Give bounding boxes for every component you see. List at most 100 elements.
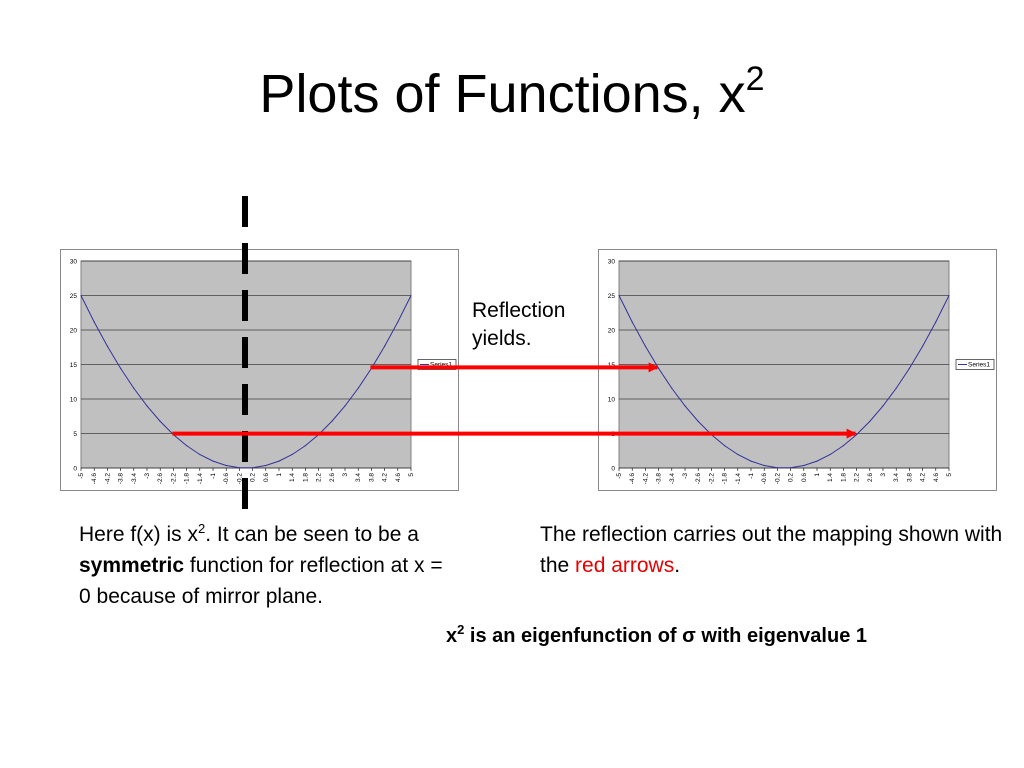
right-text-1: The reflection carries out the mapping s… xyxy=(540,523,1003,577)
y-tick-label: 10 xyxy=(70,397,78,404)
x-tick-label: -4.2 xyxy=(642,473,649,485)
data-point xyxy=(895,387,897,389)
data-point xyxy=(631,321,633,323)
x-tick-label: -1.4 xyxy=(197,473,204,485)
data-point xyxy=(252,467,254,469)
left-text-bold: symmetric xyxy=(79,554,185,577)
data-point xyxy=(882,405,884,407)
y-tick-label: 30 xyxy=(70,259,78,266)
data-point xyxy=(618,294,620,297)
x-tick-label: 0.2 xyxy=(788,473,795,482)
x-tick-label: -2.2 xyxy=(708,473,715,485)
x-tick-label: -5 xyxy=(78,473,85,479)
eigen-sup: 2 xyxy=(457,622,465,637)
data-point xyxy=(278,460,280,462)
x-tick-label: 1.8 xyxy=(840,473,847,482)
x-tick-label: -1.8 xyxy=(722,473,729,485)
data-point xyxy=(410,294,412,297)
data-point xyxy=(304,445,306,447)
x-tick-label: 0.6 xyxy=(263,473,270,482)
data-point xyxy=(829,453,831,456)
data-point xyxy=(684,405,686,407)
legend-label: Series1 xyxy=(430,362,452,369)
data-point xyxy=(80,294,82,297)
x-tick-label: 1 xyxy=(814,473,821,477)
x-tick-label: -1 xyxy=(748,473,755,479)
data-point xyxy=(225,464,227,467)
x-tick-label: -2.2 xyxy=(170,473,177,485)
x-tick-label: -4.2 xyxy=(104,473,111,485)
x-tick-label: 1.4 xyxy=(827,473,834,482)
left-text-1: Here f(x) is x xyxy=(79,523,199,546)
data-point xyxy=(397,321,399,323)
data-point xyxy=(212,460,214,462)
y-tick-label: 15 xyxy=(70,362,78,369)
right-text-red: red arrows xyxy=(575,554,675,577)
x-tick-label: 2.2 xyxy=(854,473,861,482)
legend-box xyxy=(417,359,457,370)
data-point xyxy=(146,405,148,407)
data-point xyxy=(869,420,871,422)
x-tick-label: -0.2 xyxy=(774,473,781,485)
x-tick-label: -3 xyxy=(144,473,151,479)
right-text-2: . xyxy=(674,554,681,577)
x-tick-label: -1.4 xyxy=(735,473,742,485)
x-tick-label: 2.2 xyxy=(316,473,323,482)
x-tick-label: -0.6 xyxy=(761,473,768,485)
legend-box xyxy=(955,359,995,370)
data-point xyxy=(776,467,778,469)
y-tick-label: 5 xyxy=(73,431,77,438)
y-tick-label: 20 xyxy=(70,328,78,335)
x-tick-label: 0.2 xyxy=(250,473,257,482)
x-tick-label: 3.8 xyxy=(368,473,375,482)
x-tick-label: -5 xyxy=(616,473,623,479)
x-tick-label: -1.8 xyxy=(184,473,191,485)
data-point xyxy=(106,345,108,347)
title-superscript: 2 xyxy=(745,60,765,98)
series-line xyxy=(618,295,950,469)
left-text-sup: 2 xyxy=(198,521,206,536)
data-point xyxy=(948,294,950,297)
data-point xyxy=(133,387,135,389)
x-tick-label: -0.2 xyxy=(236,473,243,485)
x-tick-label: 3.4 xyxy=(893,473,900,482)
slide-title: Plots of Functions, x2 xyxy=(0,62,1024,126)
y-tick-label: 20 xyxy=(608,328,616,335)
x-tick-label: 1.8 xyxy=(302,473,309,482)
x-tick-label: -3.4 xyxy=(131,473,138,485)
series-line xyxy=(80,295,412,469)
data-point xyxy=(331,420,333,422)
data-point xyxy=(291,453,293,456)
x-tick-label: 1 xyxy=(276,473,283,477)
legend-label: Series1 xyxy=(968,362,990,369)
x-tick-label: -1 xyxy=(210,473,217,479)
data-point xyxy=(724,445,726,447)
legend: Series1 xyxy=(955,359,995,370)
data-point xyxy=(199,453,201,456)
data-point xyxy=(803,464,805,467)
title-text: Plots of Functions, x xyxy=(259,64,746,124)
data-point xyxy=(908,367,910,369)
right-description: The reflection carries out the mapping s… xyxy=(540,519,1010,581)
y-tick-label: 30 xyxy=(608,259,616,266)
y-tick-label: 10 xyxy=(608,397,616,404)
sigma-symbol: σ xyxy=(682,625,696,647)
data-point xyxy=(935,321,937,323)
x-tick-label: -4.6 xyxy=(91,473,98,485)
data-point xyxy=(238,467,240,469)
x-tick-label: 0.6 xyxy=(801,473,808,482)
y-tick-label: 25 xyxy=(70,293,78,300)
x-tick-label: -3.8 xyxy=(656,473,663,485)
x-tick-label: -3.4 xyxy=(669,473,676,485)
x-tick-label: 1.4 xyxy=(289,473,296,482)
left-description: Here f(x) is x2. It can be seen to be a … xyxy=(79,519,459,612)
x-tick-label: 3 xyxy=(880,473,887,477)
data-point xyxy=(737,453,739,456)
data-point xyxy=(93,321,95,323)
x-tick-label: -3 xyxy=(682,473,689,479)
x-tick-label: 4.6 xyxy=(395,473,402,482)
x-tick-label: 5 xyxy=(408,473,415,477)
eigen-text-1: x xyxy=(446,625,458,647)
data-point xyxy=(922,345,924,347)
